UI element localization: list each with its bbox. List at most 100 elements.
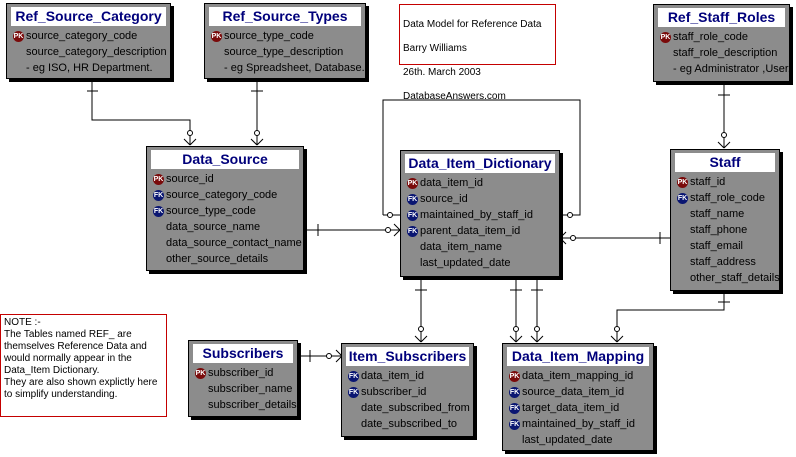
primary-key-icon: PK [13, 30, 24, 42]
attribute-row: - eg ISO, HR Department. [13, 60, 168, 76]
attribute-name: data_item_id [361, 370, 424, 382]
attribute-name: subscriber_name [208, 383, 293, 395]
attribute-name: source_category_code [26, 30, 138, 42]
attribute-row: staff_email [677, 238, 777, 254]
attribute-name: data_item_name [420, 241, 502, 253]
attribute-name: source_data_item_id [522, 386, 625, 398]
entity-title: Ref_Staff_Roles [658, 8, 785, 27]
attribute-row: other_staff_details [677, 270, 780, 286]
attribute-row: last_updated_date [407, 255, 557, 271]
entity-title: Ref_Source_Category [11, 7, 166, 26]
foreign-key-icon: FK [509, 418, 520, 430]
attribute-name: subscriber_id [361, 386, 427, 398]
foreign-key-icon: FK [407, 209, 418, 221]
rel-dictionary-self [382, 99, 581, 216]
side-note: NOTE :- The Tables named REF_ are themse… [0, 314, 167, 417]
attribute-name: data_item_id [420, 177, 483, 189]
info-line: DatabaseAnswers.com [403, 91, 506, 102]
attribute-row: - eg Spreadsheet, Database. [211, 60, 365, 76]
rel-staff-to-mapping [616, 292, 725, 342]
info-line: Data Model for Reference Data [403, 19, 542, 30]
attribute-name: parent_data_item_id [420, 225, 521, 237]
attribute-name: staff_role_code [690, 192, 766, 204]
attribute-name: staff_role_description [673, 47, 778, 59]
attribute-row: source_category_description [13, 44, 168, 60]
info-line: Barry Williams [403, 43, 467, 54]
primary-key-icon: PK [211, 30, 222, 42]
attribute-row: data_source_name [153, 219, 301, 235]
attribute-name: maintained_by_staff_id [420, 209, 533, 221]
attribute-name: staff_address [690, 256, 756, 268]
entity-title: Data_Source [151, 150, 299, 169]
attribute-name: source_type_code [224, 30, 314, 42]
entity-title: Ref_Source_Types [209, 7, 361, 26]
attribute-row: last_updated_date [509, 432, 651, 448]
foreign-key-icon: FK [407, 225, 418, 237]
attribute-row: - eg Administrator ,User. [660, 61, 791, 77]
entity-title: Data_Item_Mapping [507, 347, 649, 366]
foreign-key-icon: FK [677, 192, 688, 204]
info-note: Data Model for Reference Data Barry Will… [399, 4, 556, 102]
primary-key-icon: PK [153, 173, 164, 185]
attribute-name: source_type_description [224, 46, 344, 58]
attribute-name: source_category_code [166, 189, 278, 201]
foreign-key-icon: FK [153, 205, 164, 217]
attribute-name: staff_id [690, 176, 726, 188]
attribute-row: date_subscribed_to [348, 416, 471, 432]
attribute-name: data_item_mapping_id [522, 370, 634, 382]
attribute-name: source_id [166, 173, 214, 185]
attribute-row: subscriber_name [195, 381, 295, 397]
attribute-name: source_category_description [26, 46, 167, 58]
foreign-key-icon: FK [407, 193, 418, 205]
primary-key-icon: PK [660, 31, 671, 43]
attribute-name: date_subscribed_to [361, 418, 458, 430]
primary-key-icon: PK [195, 367, 206, 379]
rel-category-to-source [91, 80, 191, 145]
attribute-name: last_updated_date [522, 434, 613, 446]
attribute-name: maintained_by_staff_id [522, 418, 635, 430]
entity-title: Data_Item_Dictionary [405, 154, 555, 173]
attribute-name: data_source_contact_name [166, 237, 302, 249]
attribute-row: staff_address [677, 254, 777, 270]
attribute-name: target_data_item_id [522, 402, 620, 414]
entity-title: Staff [675, 153, 775, 172]
attribute-name: subscriber_details [208, 399, 297, 411]
attribute-name: staff_phone [690, 224, 748, 236]
attribute-name: staff_email [690, 240, 743, 252]
foreign-key-icon: FK [153, 189, 164, 201]
foreign-key-icon: FK [509, 402, 520, 414]
attribute-name: - eg Spreadsheet, Database. [224, 62, 365, 74]
primary-key-icon: PK [677, 176, 688, 188]
attribute-name: staff_role_code [673, 31, 749, 43]
attribute-name: other_staff_details [690, 272, 780, 284]
attribute-row: data_item_name [407, 239, 557, 255]
